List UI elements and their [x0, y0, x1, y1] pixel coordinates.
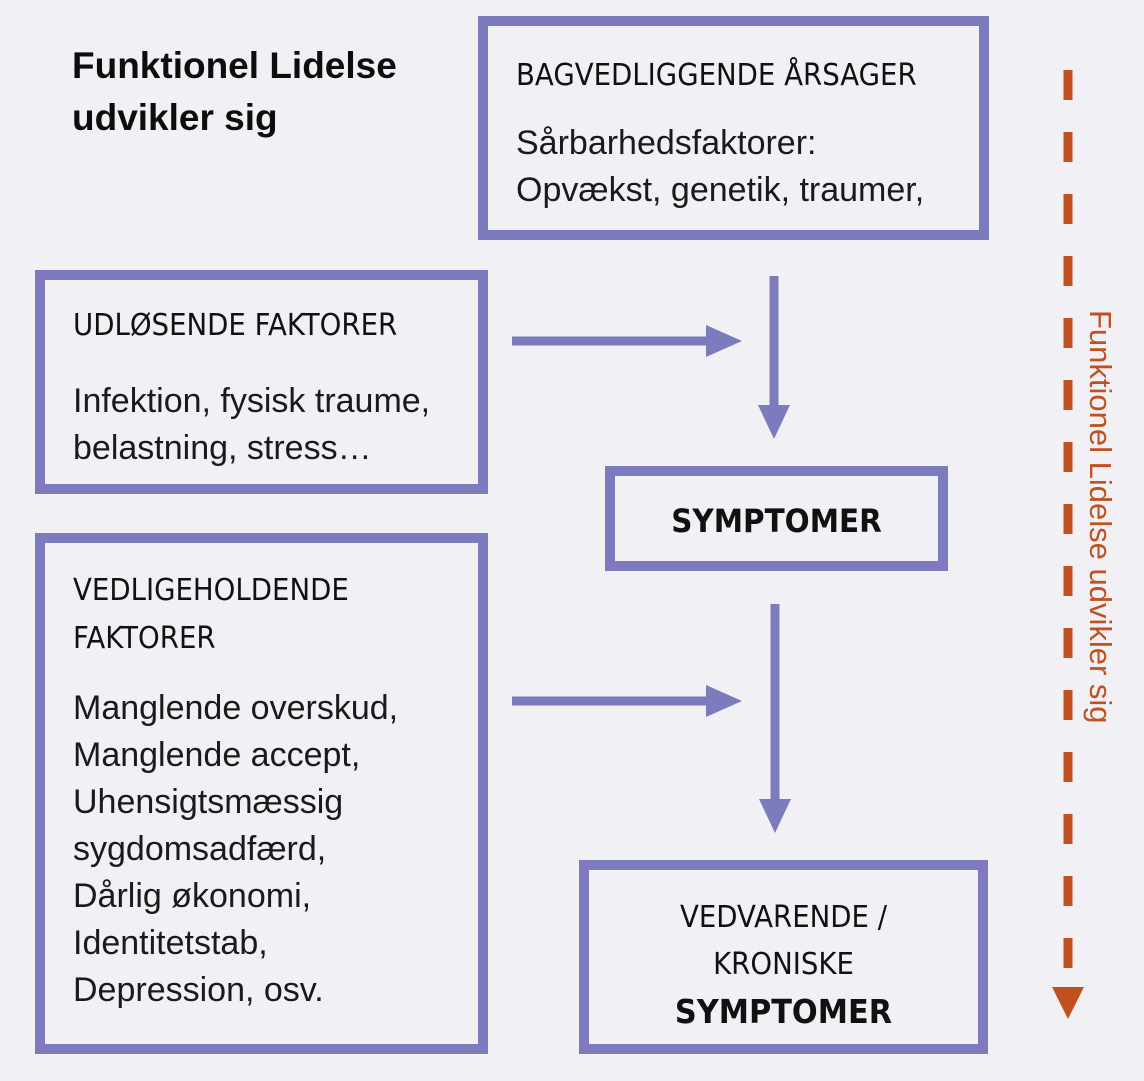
box-bagvedliggende-body: Sårbarhedsfaktorer: Opvækst, genetik, tr… — [516, 120, 924, 214]
timeline-arrowhead-icon — [1052, 987, 1084, 1019]
arrow-udloesende-to-center — [512, 325, 742, 357]
box-bagvedliggende-heading: BAGVEDLIGGENDE ÅRSAGER — [516, 58, 917, 93]
box-udloesende-body: Infektion, fysisk traume, belastning, st… — [73, 378, 430, 472]
box-kroniske-line-1: VEDVARENDE / — [679, 900, 888, 935]
box-bagvedliggende-aarsager: BAGVEDLIGGENDE ÅRSAGER Sårbarhedsfaktore… — [478, 16, 989, 240]
box-vedligeholdende-line: Manglende overskud, — [73, 689, 399, 727]
box-vedligeholdende-heading-line: FAKTORER — [73, 621, 216, 656]
box-vedligeholdende-line: Dårlig økonomi, — [73, 877, 312, 915]
box-udloesende-line: belastning, stress… — [73, 429, 372, 467]
diagram-title-line-1: Funktionel Lidelse — [72, 45, 397, 86]
box-kroniske-symptomer: VEDVARENDE / KRONISKE SYMPTOMER — [579, 860, 988, 1054]
box-vedligeholdende-line: Uhensigtsmæssig — [73, 783, 344, 821]
diagram-title: Funktionel Lidelse udvikler sig — [72, 40, 397, 144]
arrow-symptomer-to-kroniske — [759, 604, 791, 833]
box-vedligeholdende-line: sygdomsadfærd, — [73, 830, 327, 868]
arrow-vedligeholdende-to-center — [512, 685, 742, 717]
box-vedligeholdende-faktorer: VEDLIGEHOLDENDE FAKTORER Manglende overs… — [35, 533, 488, 1054]
box-vedligeholdende-line: Depression, osv. — [73, 971, 324, 1009]
box-vedligeholdende-line: Identitetstab, — [73, 924, 268, 962]
box-vedligeholdende-line: Manglende accept, — [73, 736, 361, 774]
timeline-dashed-arrow — [1052, 70, 1084, 1019]
box-kroniske-line-2: KRONISKE — [713, 947, 854, 982]
box-symptomer: SYMPTOMER — [605, 466, 948, 571]
box-udloesende-heading: UDLØSENDE FAKTORER — [73, 308, 398, 343]
arrow-bagvedliggende-to-symptomer — [758, 276, 790, 439]
box-kroniske-line-3: SYMPTOMER — [674, 992, 893, 1031]
side-axis-label: Funktionel Lidelse udvikler sig — [1083, 310, 1118, 724]
box-vedligeholdende-heading-line: VEDLIGEHOLDENDE — [73, 573, 349, 608]
box-kroniske-text: VEDVARENDE / KRONISKE SYMPTOMER — [605, 894, 963, 1035]
box-bagvedliggende-line: Sårbarhedsfaktorer: — [516, 124, 817, 162]
box-udloesende-faktorer: UDLØSENDE FAKTORER Infektion, fysisk tra… — [35, 270, 488, 494]
box-bagvedliggende-line: Opvækst, genetik, traumer, — [516, 171, 925, 209]
box-symptomer-label: SYMPTOMER — [671, 502, 882, 540]
box-vedligeholdende-body: Manglende overskud, Manglende accept, Uh… — [73, 685, 398, 1014]
diagram-title-line-2: udvikler sig — [72, 97, 278, 138]
box-udloesende-line: Infektion, fysisk traume, — [73, 382, 431, 420]
box-vedligeholdende-heading: VEDLIGEHOLDENDE FAKTORER — [73, 567, 349, 663]
